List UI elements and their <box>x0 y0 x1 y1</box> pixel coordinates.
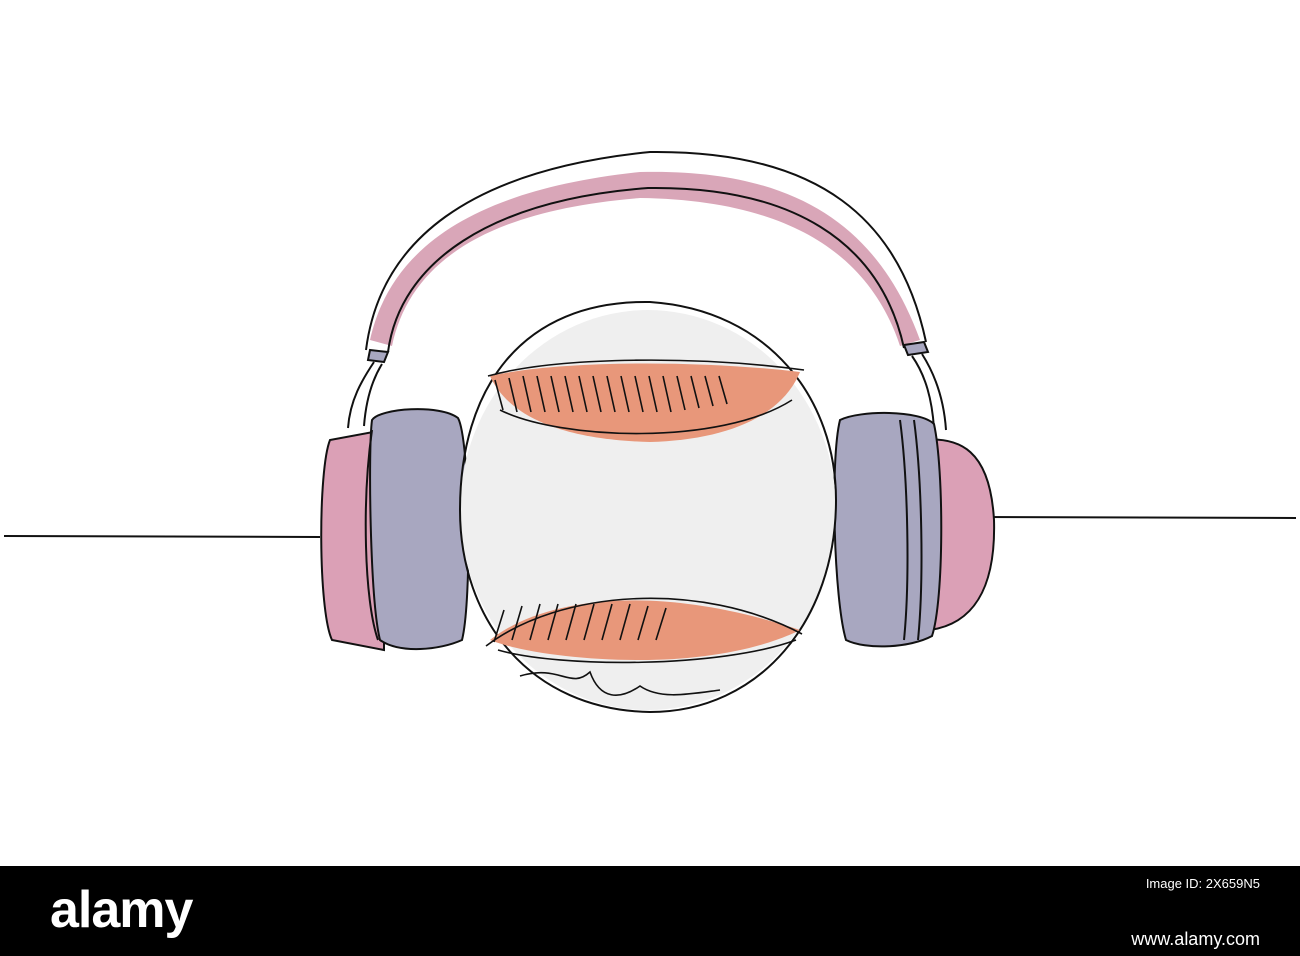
horizon-line-right <box>979 516 1297 519</box>
baseball-top-seam-lines <box>487 359 805 435</box>
baseball-top-seam-stitches <box>494 375 728 413</box>
baseball-bottom-seam-stitches <box>493 603 667 643</box>
baseball-zigzag <box>519 670 721 696</box>
image-id-caption: Image ID: 2X659N5 <box>1145 876 1260 891</box>
left-ear-cushion-detail <box>364 429 379 641</box>
left-ear-cushion <box>369 408 470 650</box>
baseball-top-seam <box>490 363 800 442</box>
headband-arm-left <box>347 361 383 429</box>
baseball-outline <box>458 300 837 714</box>
baseball-bottom-seam <box>490 600 800 660</box>
horizon-line-left <box>3 535 321 538</box>
headband-outline <box>365 150 927 353</box>
headphones-baseball-illustration <box>3 150 1297 714</box>
right-ear-cushion <box>833 411 943 648</box>
headband-fill <box>370 171 920 346</box>
brand-logo: alamy <box>50 881 193 939</box>
right-ear-cushion-detail <box>899 419 923 641</box>
headband-arm-right <box>911 353 947 431</box>
baseball-bottom-seam-lines <box>485 597 803 664</box>
headband-slider-right <box>902 340 930 357</box>
footer-bar: alamy Image ID: 2X659N5 www.alamy.com <box>0 866 1300 956</box>
image-id-block: Image ID: 2X659N5 <box>1146 876 1260 892</box>
headband-slider-left <box>366 348 390 364</box>
footer-url: www.alamy.com <box>1131 929 1260 949</box>
